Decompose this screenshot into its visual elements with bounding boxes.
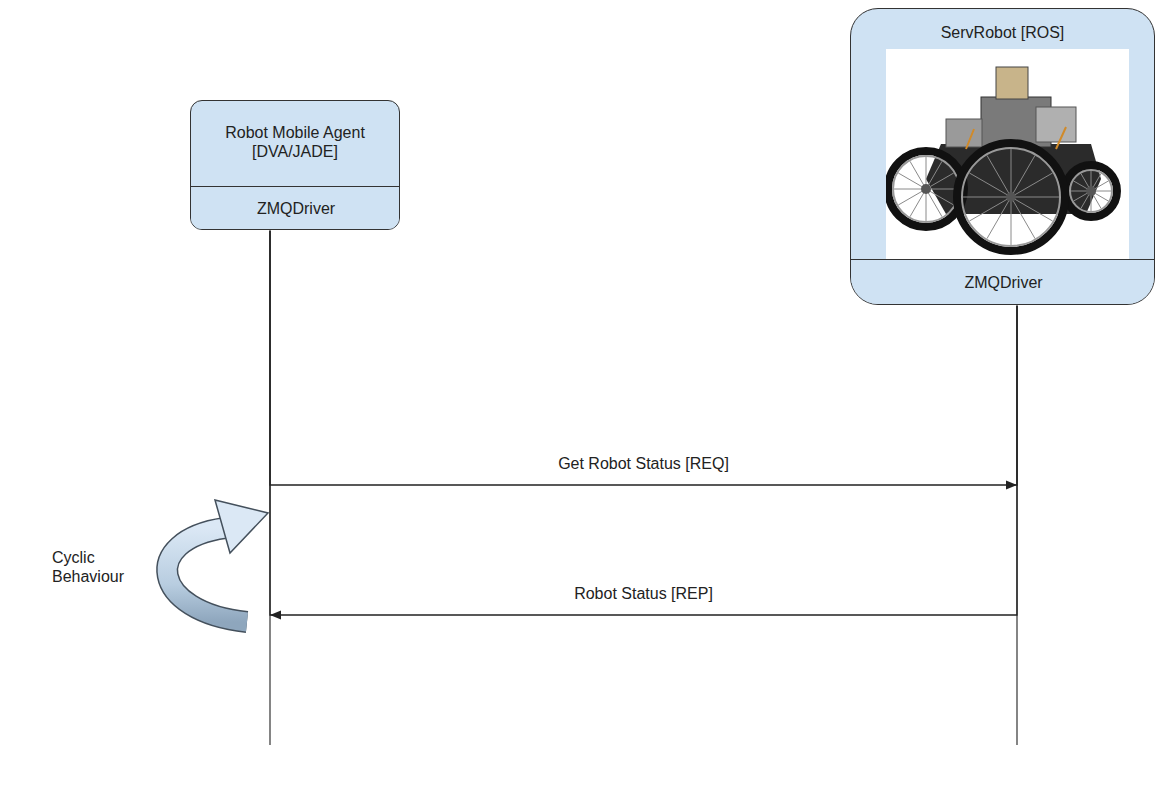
photo-ground [886,49,1129,259]
agent-box: Robot Mobile Agent [DVA/JADE] ZMQDriver [190,100,400,230]
message-label: Robot Status [REP] [574,584,713,603]
cyclic-arrow-head [215,500,268,553]
robot-board [946,119,982,147]
robot-illustration [886,49,1129,259]
arrow-head [1006,481,1017,490]
box-title: Robot Mobile Agent [DVA/JADE] [205,123,385,161]
cyclic-arrow [167,500,268,622]
note-label: Cyclic Behaviour [52,548,140,586]
message-label: Get Robot Status [REQ] [558,454,729,473]
robot-box: ServRobot [ROS] ZMQDriver [850,8,1155,305]
robot-board [1036,107,1076,142]
driver-label: ZMQDriver [964,273,1042,292]
box-title: ServRobot [ROS] [873,23,1133,42]
arrow-head [270,611,281,620]
robot-wheel [957,143,1065,251]
robot-wheel [1065,165,1117,217]
driver-label: ZMQDriver [257,199,335,218]
robot-wheel [888,151,964,227]
driver-band: ZMQDriver [851,259,1155,305]
driver-band: ZMQDriver [191,186,400,230]
robot-sensor [996,67,1028,99]
